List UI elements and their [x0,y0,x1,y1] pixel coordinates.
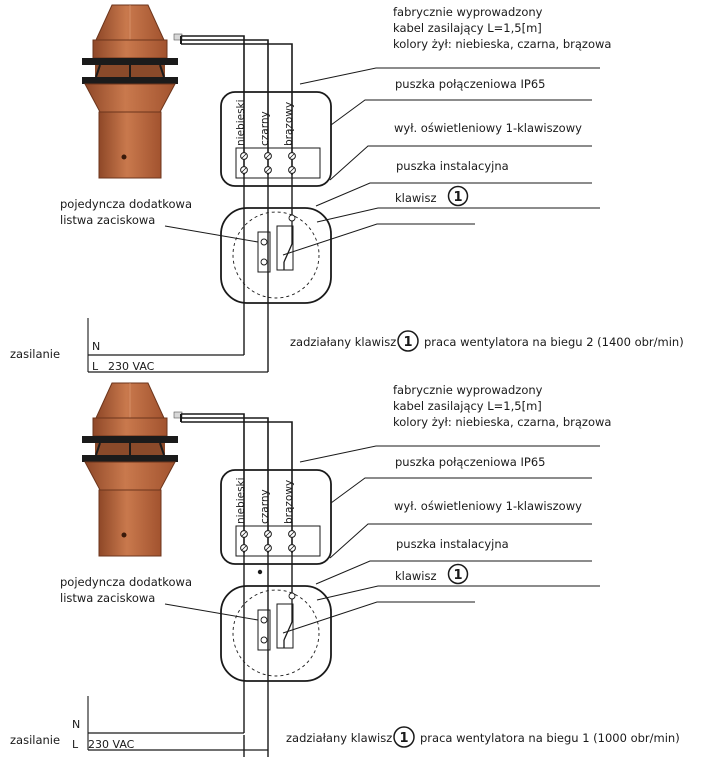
cable-label-line3: kolory żył: niebieska, czarna, brązowa [393,415,611,429]
status-number: 1 [399,731,408,746]
status-prefix: zadziałany klawisz [290,335,396,349]
key-number-circle [447,185,469,207]
switch-label: wył. oświetleniowy 1-klawiszowy [394,121,582,135]
cable-label-line1: fabrycznie wyprowadzony [393,383,543,397]
panel-1: fabrycznie wyprowadzony kabel zasilający… [10,4,684,373]
terminal-label-line1: pojedyncza dodatkowa [60,575,192,589]
key-number: 1 [453,568,462,583]
junction-box-label: puszka połączeniowa IP65 [395,77,545,91]
wire-label-black: czarny [259,111,271,146]
key-label: klawisz [395,569,437,583]
supply-n-label: N [72,718,80,731]
switch-label: wył. oświetleniowy 1-klawiszowy [394,499,582,513]
junction-box-label: puszka połączeniowa IP65 [395,455,545,469]
supply-l-label: L [92,360,99,373]
status-number-circle [393,726,415,748]
wire-label-black: czarny [259,489,271,524]
cable-label-line2: kabel zasilający L=1,5[m] [393,399,542,413]
cable-label-line1: fabrycznie wyprowadzony [393,5,543,19]
terminal-label-line2: listwa zaciskowa [60,591,155,605]
supply-label: zasilanie [10,733,60,747]
install-box-label: puszka instalacyjna [396,159,509,173]
wire-label-blue: niebieski [235,477,247,524]
status-number-circle [397,330,419,352]
key-number-circle [447,563,469,585]
key-label: klawisz [395,191,437,205]
supply-label: zasilanie [10,347,60,361]
wire-label-brown: brązowy [283,480,295,524]
status-suffix: praca wentylatora na biegu 2 (1400 obr/m… [424,335,684,349]
supply-voltage: 230 VAC [108,360,155,373]
terminal-label-line2: listwa zaciskowa [60,213,155,227]
supply-n-label: N [92,340,100,353]
cable-label-line3: kolory żył: niebieska, czarna, brązowa [393,37,611,51]
panel-2: fabrycznie wyprowadzony kabel zasilający… [10,382,680,757]
key-number: 1 [453,190,462,205]
junction-dot [257,569,263,575]
status-prefix: zadziałany klawisz [286,731,392,745]
wire-label-brown: brązowy [283,102,295,146]
status-number: 1 [403,335,412,350]
terminal-label-line1: pojedyncza dodatkowa [60,197,192,211]
supply-voltage: 230 VAC [88,738,135,751]
wire-label-blue: niebieski [235,99,247,146]
install-box-label: puszka instalacyjna [396,537,509,551]
supply-l-label: L [72,738,79,751]
cable-label-line2: kabel zasilający L=1,5[m] [393,21,542,35]
status-suffix: praca wentylatora na biegu 1 (1000 obr/m… [420,731,680,745]
